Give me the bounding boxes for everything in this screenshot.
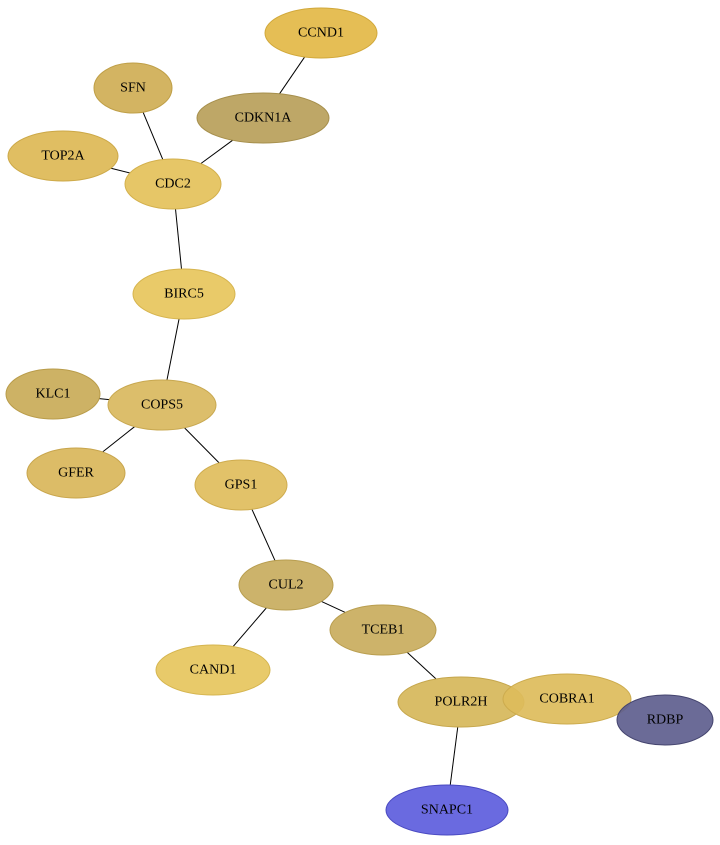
node-label: CDC2 xyxy=(155,177,191,192)
node-shape xyxy=(194,459,288,511)
node-shape xyxy=(5,368,101,420)
node-snapc1[interactable]: SNAPC1 xyxy=(385,784,509,836)
node-shape xyxy=(7,130,119,182)
node-label: KLC1 xyxy=(36,387,71,402)
node-shape xyxy=(26,447,126,499)
node-cobra1[interactable]: COBRA1 xyxy=(502,673,632,725)
node-shape xyxy=(264,7,378,59)
node-label: RDBP xyxy=(647,713,684,728)
node-cdc2[interactable]: CDC2 xyxy=(124,158,222,210)
edge-cdkn1a-cdc2 xyxy=(200,139,234,165)
edge-sfn-cdc2 xyxy=(142,111,164,160)
edge-cdc2-birc5 xyxy=(174,208,183,270)
node-label: POLR2H xyxy=(435,695,488,710)
node-sfn[interactable]: SFN xyxy=(93,62,173,114)
node-shape xyxy=(93,62,173,114)
node-label: CDKN1A xyxy=(235,111,293,126)
node-shape xyxy=(238,559,334,611)
edge-klc1-cops5 xyxy=(99,398,110,401)
node-label: SFN xyxy=(120,81,146,96)
node-cand1[interactable]: CAND1 xyxy=(155,644,271,696)
edge-cul2-cand1 xyxy=(232,607,267,647)
node-shape xyxy=(155,644,271,696)
edge-cops5-gps1 xyxy=(184,427,220,464)
node-shape xyxy=(107,379,217,431)
node-cul2[interactable]: CUL2 xyxy=(238,559,334,611)
node-label: TCEB1 xyxy=(362,623,405,638)
node-shape xyxy=(385,784,509,836)
node-shape xyxy=(132,268,236,320)
node-label: CCND1 xyxy=(298,26,344,41)
node-shape xyxy=(502,673,632,725)
node-top2a[interactable]: TOP2A xyxy=(7,130,119,182)
edge-cops5-gfer xyxy=(102,426,136,453)
node-label: GFER xyxy=(58,466,94,481)
edge-cul2-tceb1 xyxy=(321,600,346,613)
edge-polr2h-snapc1 xyxy=(449,726,459,786)
node-polr2h[interactable]: POLR2H xyxy=(397,676,525,728)
node-shape xyxy=(196,92,330,144)
edge-tceb1-polr2h xyxy=(406,651,437,680)
node-label: BIRC5 xyxy=(164,287,204,302)
node-tceb1[interactable]: TCEB1 xyxy=(329,604,437,656)
node-ccnd1[interactable]: CCND1 xyxy=(264,7,378,59)
node-label: SNAPC1 xyxy=(421,803,473,818)
edge-ccnd1-cdkn1a xyxy=(279,56,306,95)
node-rdbp[interactable]: RDBP xyxy=(616,694,714,746)
node-gfer[interactable]: GFER xyxy=(26,447,126,499)
node-cdkn1a[interactable]: CDKN1A xyxy=(196,92,330,144)
node-shape xyxy=(124,158,222,210)
node-cops5[interactable]: COPS5 xyxy=(107,379,217,431)
node-label: TOP2A xyxy=(41,149,85,164)
node-gps1[interactable]: GPS1 xyxy=(194,459,288,511)
graph-edges xyxy=(99,56,459,786)
edge-gps1-cul2 xyxy=(251,509,276,561)
node-birc5[interactable]: BIRC5 xyxy=(132,268,236,320)
node-label: GPS1 xyxy=(225,478,258,493)
node-klc1[interactable]: KLC1 xyxy=(5,368,101,420)
node-label: COBRA1 xyxy=(539,692,594,707)
edge-top2a-cdc2 xyxy=(110,167,130,174)
edge-birc5-cops5 xyxy=(166,318,180,381)
node-label: CAND1 xyxy=(190,663,237,678)
node-label: CUL2 xyxy=(269,578,304,593)
node-shape xyxy=(329,604,437,656)
node-label: COPS5 xyxy=(141,398,183,413)
node-shape xyxy=(616,694,714,746)
